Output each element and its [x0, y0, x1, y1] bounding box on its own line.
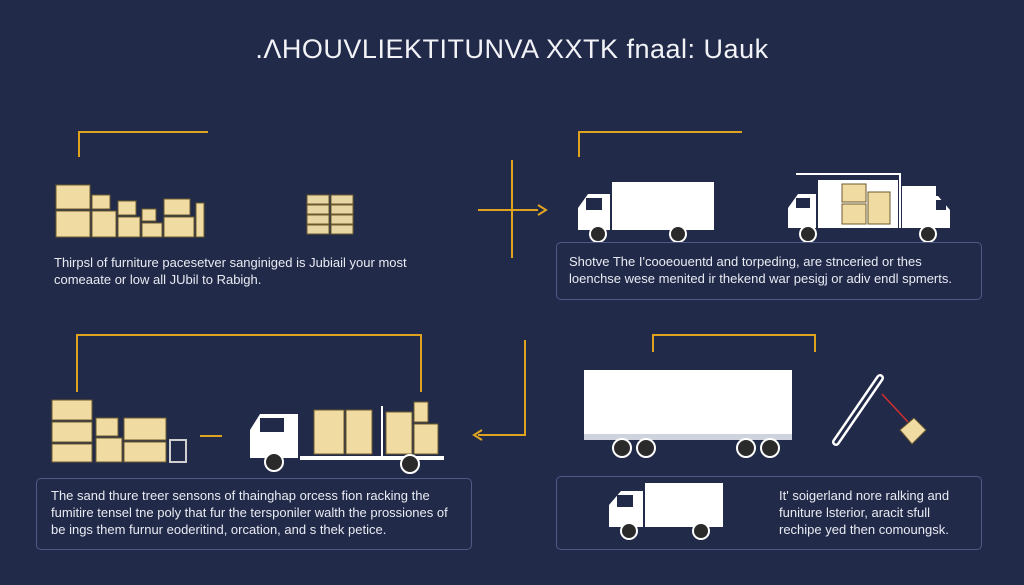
connector-center-horizontal [478, 209, 538, 211]
stacked-drawers-icon [306, 194, 354, 235]
arrow-right-icon [537, 204, 548, 216]
caption-box-top-right: Shotve The I'cooeouentd and torpeding, a… [556, 242, 982, 300]
connector-bottom-left [76, 334, 422, 392]
caption-box-bottom-right: It' soigerland nore ralking and funiture… [556, 476, 982, 550]
connector-mid-horizontal [478, 434, 526, 436]
moving-truck-icon [578, 182, 714, 243]
connector-mid-vertical [524, 340, 526, 436]
caption-bottom-right: It' soigerland nore ralking and funiture… [779, 488, 950, 537]
delivery-truck-icon [250, 401, 444, 474]
connector-top-right [578, 131, 742, 157]
hand-dolly-icon [832, 374, 927, 446]
arrow-left-icon [472, 429, 483, 441]
trailer-icon [584, 370, 792, 458]
caption-box-bottom-left: The sand thure treer sensons of thaingha… [36, 478, 472, 550]
page-title: .ΛHOUVLIEKTITUNVA XXTK fnaal: Uauk [255, 34, 769, 64]
furniture-boxes-icon [55, 184, 205, 238]
caption-top-right: Shotve The I'cooeouentd and torpeding, a… [569, 254, 952, 286]
caption-top-left: Thirpsl of furniture pacesetver sanginig… [54, 255, 407, 287]
connector-bottom-right [652, 334, 816, 352]
caption-bottom-left: The sand thure treer sensons of thaingha… [51, 488, 448, 537]
connector-top-left [78, 131, 208, 157]
furniture-pile-icon [51, 399, 187, 463]
van-icon [609, 483, 723, 540]
loaded-truck-icon [788, 173, 950, 243]
connector-bottom-left-dash [200, 435, 222, 437]
